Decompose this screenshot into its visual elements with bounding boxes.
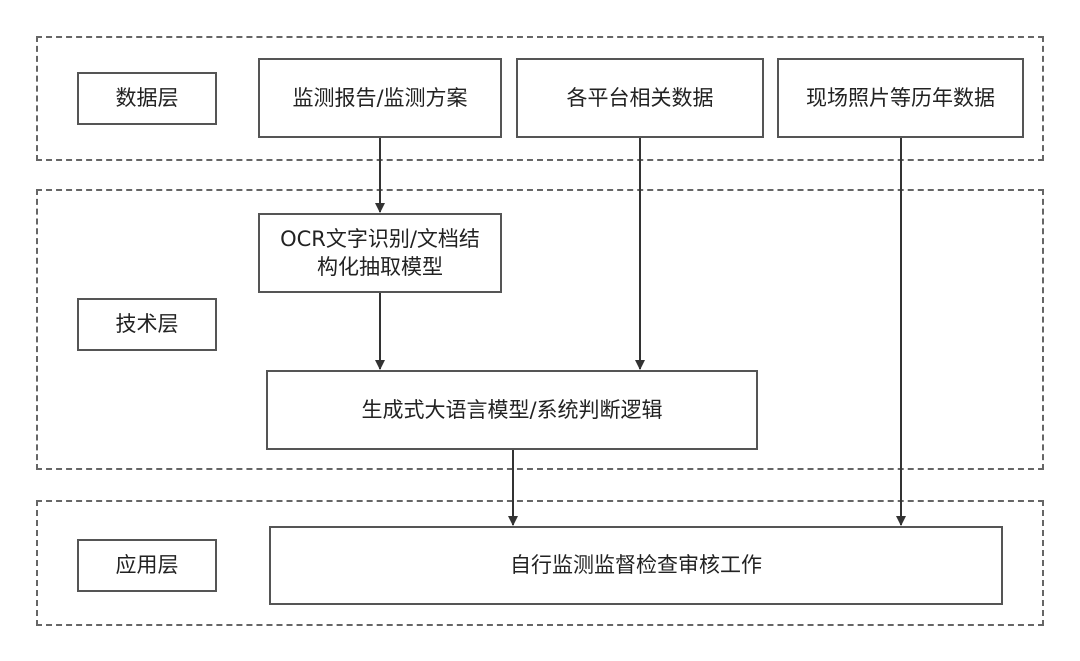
tech-layer-container bbox=[36, 189, 1044, 470]
ocr-model-node: OCR文字识别/文档结 构化抽取模型 bbox=[258, 213, 502, 293]
data-layer-container bbox=[36, 36, 1044, 161]
llm-node: 生成式大语言模型/系统判断逻辑 bbox=[266, 370, 758, 450]
application-node: 自行监测监督检查审核工作 bbox=[269, 526, 1003, 605]
platform-data-node: 各平台相关数据 bbox=[516, 58, 764, 138]
app-layer-label: 应用层 bbox=[77, 539, 217, 592]
app-layer-container bbox=[36, 500, 1044, 626]
tech-layer-label: 技术层 bbox=[77, 298, 217, 351]
ocr-model-label-line1: OCR文字识别/文档结 bbox=[280, 226, 480, 251]
data-layer-label: 数据层 bbox=[77, 72, 217, 125]
site-photos-node: 现场照片等历年数据 bbox=[777, 58, 1024, 138]
ocr-model-label-line2: 构化抽取模型 bbox=[316, 255, 443, 279]
monitoring-report-node: 监测报告/监测方案 bbox=[258, 58, 502, 138]
